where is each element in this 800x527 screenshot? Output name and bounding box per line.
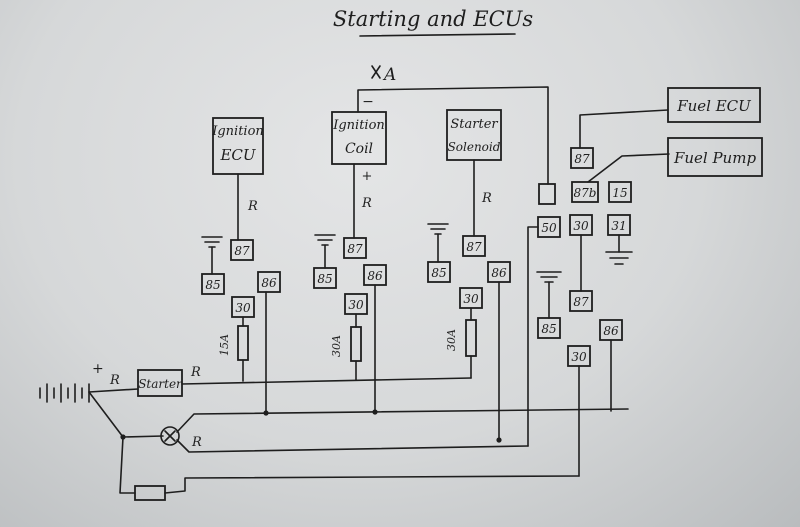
relay2-pin85-label: 85 — [317, 272, 332, 286]
ground-icon — [314, 234, 336, 246]
fuel-ecu-box — [667, 87, 761, 123]
main-relay-pin85-label: 85 — [541, 322, 556, 336]
ignition-ecu-label-1: Ignition — [211, 124, 264, 139]
relay3-pin30-label: 30 — [463, 292, 479, 306]
wire-to-fuel-ecu — [579, 109, 669, 149]
starter-solenoid-label-2: Solenoid — [448, 140, 501, 154]
main-relay-pin15-label: 15 — [612, 186, 627, 200]
fuse-30a-coil — [350, 326, 362, 362]
ground-a-label: A — [382, 65, 396, 85]
wire-main-feed — [164, 475, 580, 494]
relay3-pin85 — [427, 261, 451, 283]
relay1-pin87-label: 87 — [234, 244, 250, 258]
relay3-pin85-label: 85 — [431, 266, 446, 280]
ignition-switch-icon — [160, 426, 180, 446]
ignition-coil-label-1: Ignition — [332, 118, 385, 133]
coil-minus-label: − — [362, 94, 374, 110]
main-relay-pin50-label: 50 — [541, 221, 557, 235]
ground-a-mark — [371, 65, 381, 79]
ignition-ecu-wire-r: R — [247, 199, 258, 214]
main-relay-pin-a — [538, 183, 556, 205]
coil-plus-label: + — [362, 169, 373, 184]
relay1-pin87 — [230, 239, 254, 261]
ground-icon — [536, 271, 562, 283]
ground-icon — [605, 251, 633, 265]
relay2-pin86-label: 86 — [367, 269, 383, 283]
relay1-pin85-label: 85 — [205, 278, 220, 292]
ground-icon — [201, 236, 223, 248]
ignition-ecu-label-2: ECU — [219, 146, 256, 164]
battery-wire-r: R — [109, 373, 120, 388]
junction-dot — [496, 437, 502, 443]
main-relay-pin87 — [570, 147, 594, 169]
fuel-pump-box — [667, 137, 763, 177]
junction-dot — [372, 409, 378, 415]
starter-box — [137, 369, 183, 397]
wire-switch-bus-upper — [176, 408, 629, 433]
starter-label: Starter — [138, 377, 183, 391]
main-relay-pin31-label: 31 — [611, 219, 626, 233]
fuel-ecu-label: Fuel ECU — [676, 97, 752, 115]
wire-coil-to-relay-a — [357, 86, 549, 185]
junction-dot — [263, 410, 269, 416]
wire-switch-bus-lower — [176, 439, 529, 453]
starter-wire-r: R — [190, 365, 201, 380]
wire-pin50 — [527, 226, 539, 447]
relay1-pin30-label: 30 — [235, 301, 251, 315]
main-relay-pin87b — [571, 181, 599, 203]
main-relay-pin30-lower-label: 30 — [571, 350, 587, 364]
relay2-pin30-label: 30 — [348, 298, 364, 312]
battery-symbol — [39, 383, 90, 403]
ignition-coil-box — [331, 111, 387, 165]
ignition-coil-label-2: Coil — [345, 141, 373, 157]
fuse-30a-solenoid-label: 30A — [445, 329, 458, 351]
solenoid-wire-r: R — [481, 191, 492, 206]
switch-wire-r: R — [191, 435, 202, 450]
coil-wire-r: R — [361, 196, 372, 211]
main-relay-pin85 — [537, 317, 561, 339]
ground-icon — [427, 223, 449, 235]
fuel-pump-label: Fuel Pump — [673, 149, 756, 167]
relay3-pin86-label: 86 — [491, 266, 507, 280]
fuse-15a-label: 15A — [218, 334, 231, 356]
relay2-pin87 — [343, 237, 367, 259]
relay2-pin85 — [313, 267, 337, 289]
main-relay-pin87-label: 87 — [574, 152, 590, 166]
wire-power-bus — [181, 377, 472, 385]
diagram-title: Starting and ECUs — [333, 7, 533, 31]
junction-dot — [120, 434, 126, 440]
wire-to-fuel-pump — [587, 153, 670, 183]
title-underline — [359, 33, 516, 37]
fuse-main-feed — [134, 485, 166, 501]
main-relay-pin86-label: 86 — [603, 324, 619, 338]
main-relay-pin30-upper-label: 30 — [573, 219, 589, 233]
starter-solenoid-label-1: Starter — [450, 117, 498, 132]
relay3-pin87-label: 87 — [466, 240, 482, 254]
main-relay-pin87-lower — [569, 290, 593, 312]
relay1-pin86-label: 86 — [261, 276, 277, 290]
main-relay-pin15 — [608, 181, 632, 203]
fuse-30a-coil-label: 30A — [330, 335, 343, 357]
fuse-15a — [237, 325, 249, 361]
main-relay-pin87-lower-label: 87 — [573, 295, 589, 309]
main-relay-pin87b-label: 87b — [574, 186, 597, 200]
relay1-pin85 — [201, 273, 225, 295]
relay2-pin87-label: 87 — [347, 242, 363, 256]
battery-plus-label: + — [92, 361, 104, 377]
fuse-30a-solenoid — [465, 319, 477, 357]
relay3-pin87 — [462, 235, 486, 257]
relay1-pin86 — [257, 271, 281, 293]
